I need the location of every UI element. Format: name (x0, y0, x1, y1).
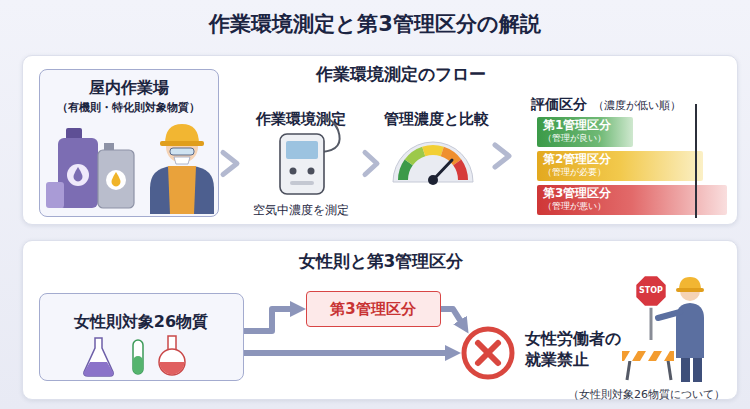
step-title: 管理濃度と比較 (381, 110, 491, 128)
bar-note: （管理が良い） (543, 133, 631, 144)
prohibition-ring (464, 329, 512, 377)
box-subtitle: （有機則・特化則対象物質） (40, 101, 217, 114)
outcome-text: 女性労働者の就業禁止 (525, 329, 629, 371)
circle-outline (461, 326, 515, 380)
group-subtitle: （濃度が低い順） (593, 99, 723, 112)
rating-group: 第1管理区分（管理が良い） 第2管理区分（管理が必要） 第3管理区分（管理が悪い） 評… (513, 93, 735, 219)
substance-box: 女性則対象26物質 (39, 293, 244, 381)
rating-bar: 第1管理区分（管理が良い） (537, 117, 633, 147)
page-title: 作業環境測定と第3管理区分の解説 (0, 12, 750, 37)
bar-note: （管理が悪い） (543, 201, 663, 212)
step-title: 作業環境測定 (241, 110, 361, 128)
box-title: 屋内作業場 (40, 78, 217, 97)
process-step: 作業環境測定空気中濃度を測定 (241, 106, 361, 221)
sign-text: STOP (636, 286, 666, 296)
section-heading: 女性則と第3管理区分 (261, 251, 501, 271)
section-heading: 作業環境測定のフロー (291, 64, 511, 84)
workplace-box: 屋内作業場 （有機則・特化則対象物質） (39, 69, 219, 217)
step-caption: 空気中濃度を測定 (241, 203, 361, 217)
process-step: 管理濃度と比較 (381, 106, 491, 221)
section-panel: 女性則対象26物質 第3管理区分女性労働者の就業禁止 女性則と第3管理区分 (22, 240, 738, 400)
rating-bar: 第3管理区分（管理が悪い） (537, 185, 727, 215)
cross-stroke (478, 343, 498, 363)
prohibition-circle: 女性労働者の就業禁止 (461, 326, 515, 380)
bar-note: （管理が必要） (543, 167, 663, 178)
footnote: （女性則対象26物質について） (568, 388, 748, 401)
cross-stroke (478, 343, 498, 363)
box-title: 女性則対象26物質 (40, 312, 242, 331)
bar-label: 第2管理区分 (543, 152, 663, 166)
section-panel: 屋内作業場（有機則・特化則対象物質）作業環境測定空気中濃度を測定管理濃度と比較第… (22, 55, 738, 225)
bar-label: 第3管理区分 (543, 186, 663, 200)
box-title: 第3管理区分 (307, 300, 439, 318)
group-title: 評価区分 (531, 96, 593, 113)
category-box: 第3管理区分 (306, 291, 441, 327)
rating-bar: 第2管理区分（管理が必要） (537, 151, 703, 181)
bar-label: 第1管理区分 (543, 118, 631, 132)
